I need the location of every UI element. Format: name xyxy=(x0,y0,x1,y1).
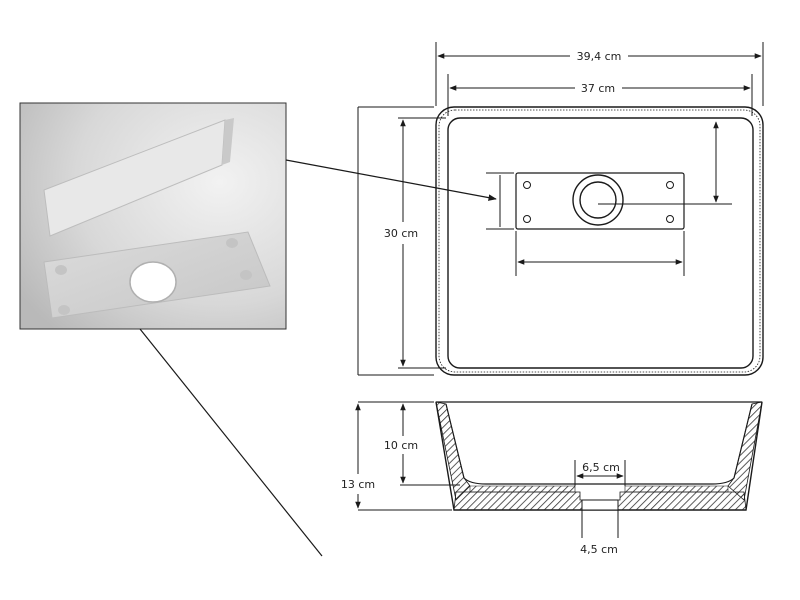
detail-photo xyxy=(19,102,287,330)
dim-label-bowl-depth: 10 cm xyxy=(384,439,418,452)
dim-label-drain-top: 6,5 cm xyxy=(582,461,620,474)
leader-line xyxy=(139,328,323,557)
top-view xyxy=(435,106,764,376)
side-view xyxy=(435,401,763,511)
dim-label-outer-width: 39,4 cm xyxy=(577,50,622,63)
top-view-dimensions xyxy=(357,42,764,376)
leader-line xyxy=(285,159,497,201)
dim-label-depth: 30 cm xyxy=(384,227,418,240)
dim-label-total-height: 13 cm xyxy=(341,478,375,491)
dim-label-drain-bottom: 4,5 cm xyxy=(580,543,618,556)
dim-label-inner-width: 37 cm xyxy=(581,82,615,95)
side-view-dimensions xyxy=(355,401,626,538)
